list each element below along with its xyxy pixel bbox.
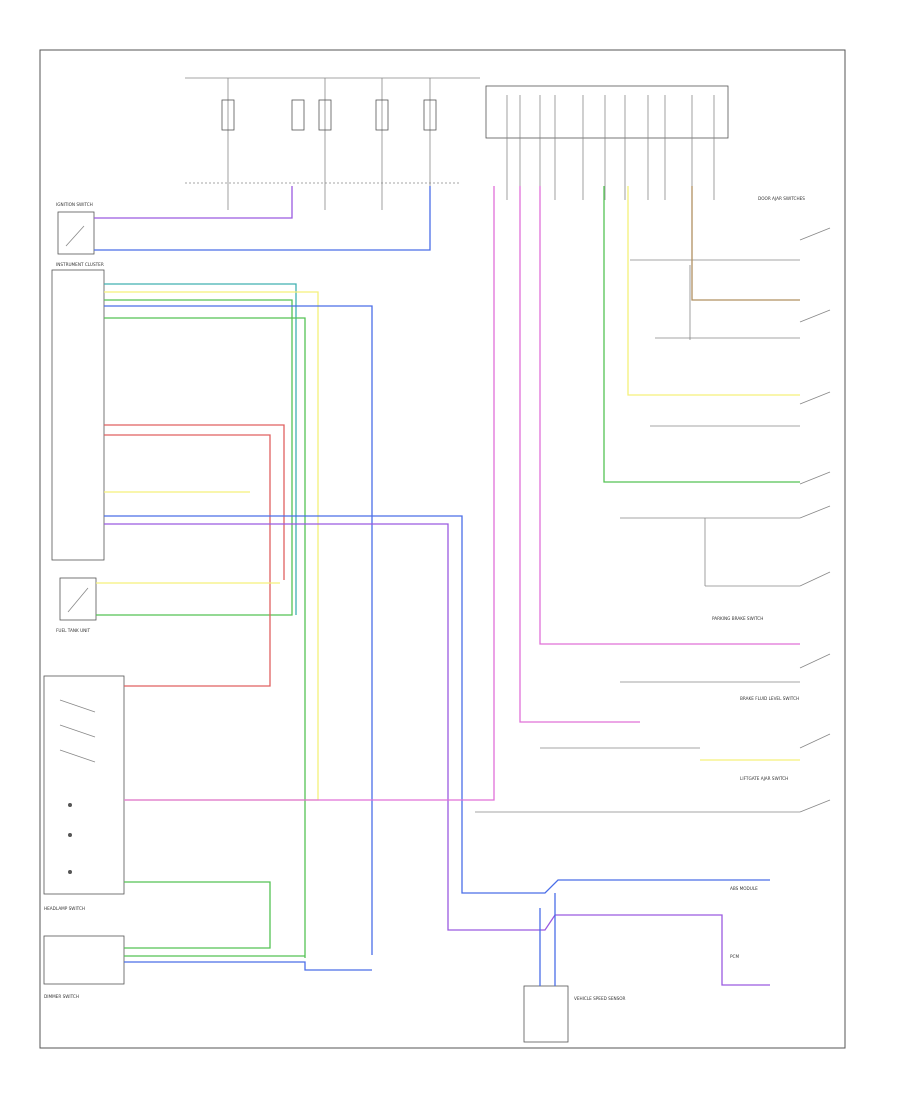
wire-pink-gem-3 bbox=[519, 186, 640, 723]
wire-teal-cluster bbox=[104, 283, 297, 615]
abs-module: ABS MODULE bbox=[730, 886, 758, 891]
wire-green-gem bbox=[603, 186, 800, 483]
wire-yellow-cluster bbox=[104, 291, 319, 801]
wire-green-cluster bbox=[96, 299, 293, 616]
wire-blue-cluster bbox=[104, 305, 373, 955]
parking-brake-switch-label: PARKING BRAKE SWITCH bbox=[712, 616, 763, 621]
pcm: PCM bbox=[730, 954, 739, 959]
ignition-switch-label: IGNITION SWITCH bbox=[56, 202, 93, 207]
instrument-cluster-label: INSTRUMENT CLUSTER bbox=[56, 262, 104, 267]
door-switches: DOOR AJAR SWITCHES PARKING BRAKE SWITCH … bbox=[712, 196, 831, 813]
ignition-switch: IGNITION SWITCH bbox=[56, 202, 95, 255]
ground-runs bbox=[475, 259, 800, 813]
wire-blue-ignition bbox=[94, 186, 431, 251]
headlamp-switch-label: HEADLAMP SWITCH bbox=[44, 906, 85, 911]
wire-red-cluster bbox=[104, 424, 285, 687]
vehicle-speed-sensor: VEHICLE SPEED SENSOR bbox=[523, 985, 626, 1043]
wire-pink-gem-2 bbox=[539, 186, 800, 645]
wire-dimmer-bundle bbox=[124, 961, 372, 971]
brake-fluid-switch-label: BRAKE FLUID LEVEL SWITCH bbox=[740, 696, 799, 701]
wire-green-long bbox=[104, 317, 306, 958]
power-feeds bbox=[185, 77, 480, 210]
wire-blue-lower bbox=[104, 515, 770, 894]
wire-pink-gem bbox=[124, 186, 495, 801]
wire-brown-gem bbox=[691, 186, 800, 301]
headlamp-switch: HEADLAMP SWITCH bbox=[43, 675, 125, 911]
gem-block bbox=[485, 85, 729, 200]
wire-vss bbox=[539, 893, 556, 986]
wire-violet-ignition bbox=[94, 186, 293, 219]
diagram-frame bbox=[39, 49, 846, 1049]
abs-module-label: ABS MODULE bbox=[730, 886, 758, 891]
liftgate-switch-label: LIFTGATE AJAR SWITCH bbox=[740, 776, 788, 781]
door-switches-label: DOOR AJAR SWITCHES bbox=[758, 196, 805, 201]
instrument-cluster: INSTRUMENT CLUSTER bbox=[51, 262, 105, 561]
fuel-tank-unit: FUEL TANK UNIT bbox=[56, 577, 97, 633]
dimmer-switch-label: DIMMER SWITCH bbox=[44, 994, 79, 999]
dimmer-switch: DIMMER SWITCH bbox=[43, 935, 125, 999]
wire-green-headlamp bbox=[124, 881, 271, 949]
fuel-tank-unit-label: FUEL TANK UNIT bbox=[56, 628, 91, 633]
vss-label: VEHICLE SPEED SENSOR bbox=[574, 996, 626, 1001]
pcm-label: PCM bbox=[730, 954, 739, 959]
wire-yellow-gem bbox=[627, 186, 800, 396]
wire-violet-lower bbox=[104, 523, 770, 986]
